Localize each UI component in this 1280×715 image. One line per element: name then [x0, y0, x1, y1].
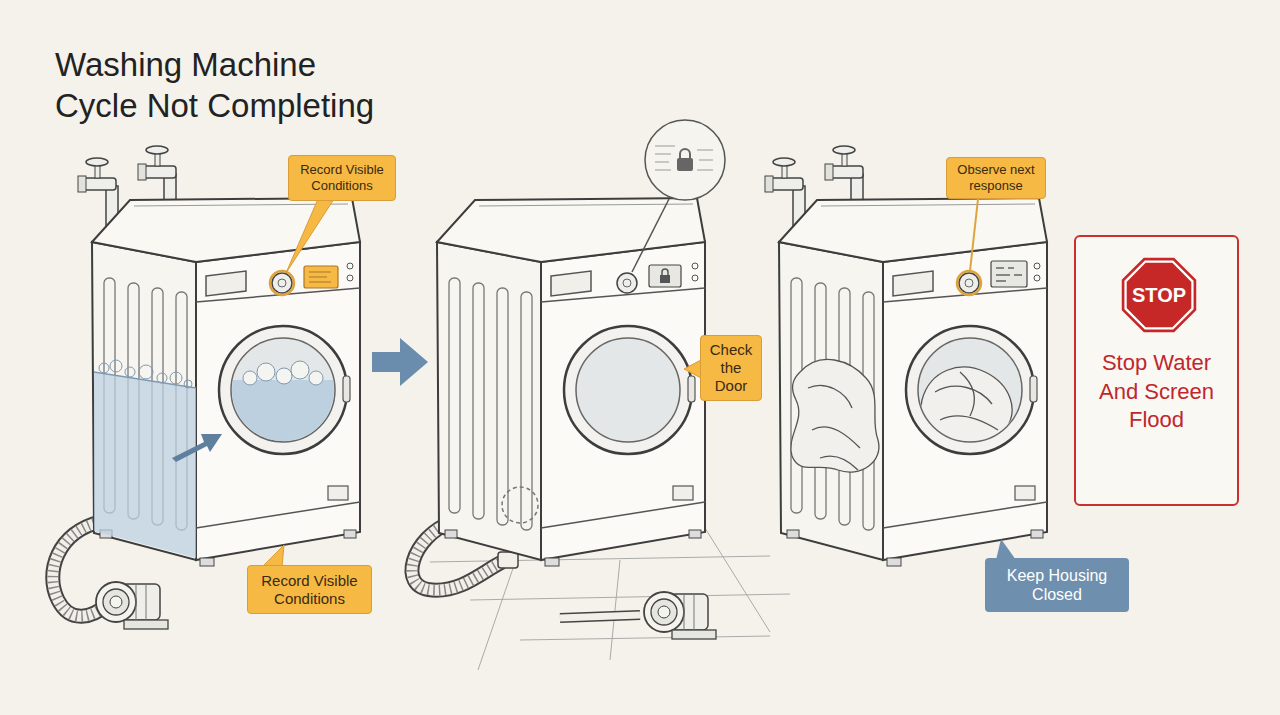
- water-level: [184, 380, 192, 388]
- node-text: STOP: [1132, 283, 1186, 307]
- drain-pump: [96, 582, 168, 629]
- water-level: [99, 363, 109, 373]
- node-text: Observe next response: [952, 162, 1040, 193]
- pump-pipe: [560, 615, 640, 618]
- water-level: [139, 365, 153, 379]
- callout-tail: [262, 545, 284, 567]
- floor-lines: [700, 520, 770, 632]
- step-arrow: [372, 338, 428, 386]
- water-level: [157, 373, 167, 383]
- washing-machine: [779, 198, 1047, 566]
- hose-elbow: [498, 552, 518, 568]
- knob-highlight: [957, 271, 981, 295]
- stop-sign: STOP: [1121, 257, 1197, 333]
- floor-lines: [430, 556, 770, 562]
- lock-callout: [655, 146, 713, 170]
- display-panel: [996, 268, 1022, 281]
- water-level: [309, 371, 323, 385]
- callout-box: Check the Door: [700, 335, 762, 401]
- node-text: Record Visible Conditions: [253, 572, 366, 608]
- water-level: [291, 361, 309, 379]
- washing-machine: [437, 198, 705, 566]
- knob-highlight: [270, 271, 294, 295]
- water-level: [170, 372, 182, 384]
- water-level: [94, 372, 196, 558]
- floor-lines: [470, 594, 790, 600]
- laundry: [791, 359, 879, 472]
- laundry: [791, 359, 1012, 472]
- callout-tail: [684, 360, 701, 378]
- callout-box: Keep Housing Closed: [985, 558, 1129, 612]
- callout-box: Observe next response: [946, 157, 1046, 199]
- callout-tail: [286, 199, 334, 273]
- warning-panel: Stop Water And Screen Flood STOP: [1074, 235, 1239, 506]
- leader-line: [970, 199, 978, 271]
- floor-lines: [520, 636, 770, 640]
- callout-tail: [996, 539, 1016, 560]
- water-level: [94, 372, 196, 388]
- laundry: [808, 385, 860, 470]
- display-panel: [991, 261, 1027, 287]
- filter-access: [502, 487, 538, 523]
- lock-callout: [645, 120, 725, 200]
- water-level: [230, 361, 340, 450]
- pump-pipe: [560, 615, 640, 618]
- stop-octagon: [1122, 258, 1196, 332]
- callout-box: Record Visible Conditions: [288, 155, 396, 201]
- drain-pump: [644, 592, 716, 639]
- water-level: [125, 367, 135, 377]
- water-level: [110, 360, 122, 372]
- water-level: [94, 360, 340, 558]
- display-panel: [304, 266, 338, 288]
- node-text: Check the Door: [706, 341, 756, 395]
- leader-line: [632, 199, 669, 272]
- laundry: [921, 367, 1012, 445]
- callout-box: Record Visible Conditions: [247, 565, 372, 614]
- lock-icon: [660, 275, 670, 283]
- washing-machine: [92, 198, 360, 566]
- lock-icon: [662, 269, 668, 275]
- display-panel: [649, 265, 681, 287]
- pointer-arrow: [172, 434, 222, 462]
- node-text: Record Visible Conditions: [294, 162, 390, 193]
- water-level: [276, 368, 292, 384]
- laundry: [921, 367, 1012, 445]
- display-panel: [309, 272, 331, 282]
- floor-lines: [610, 560, 620, 660]
- laundry: [935, 372, 998, 430]
- water-level: [243, 371, 257, 385]
- stop-octagon: [1126, 262, 1193, 329]
- lock-icon: [677, 158, 693, 171]
- water-level: [257, 363, 275, 381]
- water-level: [230, 380, 340, 450]
- node-text: Keep Housing Closed: [993, 566, 1121, 604]
- node-text: Stop Water And Screen Flood: [1087, 349, 1227, 435]
- diagram-title: Washing Machine Cycle Not Completing: [55, 44, 475, 127]
- lock-icon: [680, 149, 690, 158]
